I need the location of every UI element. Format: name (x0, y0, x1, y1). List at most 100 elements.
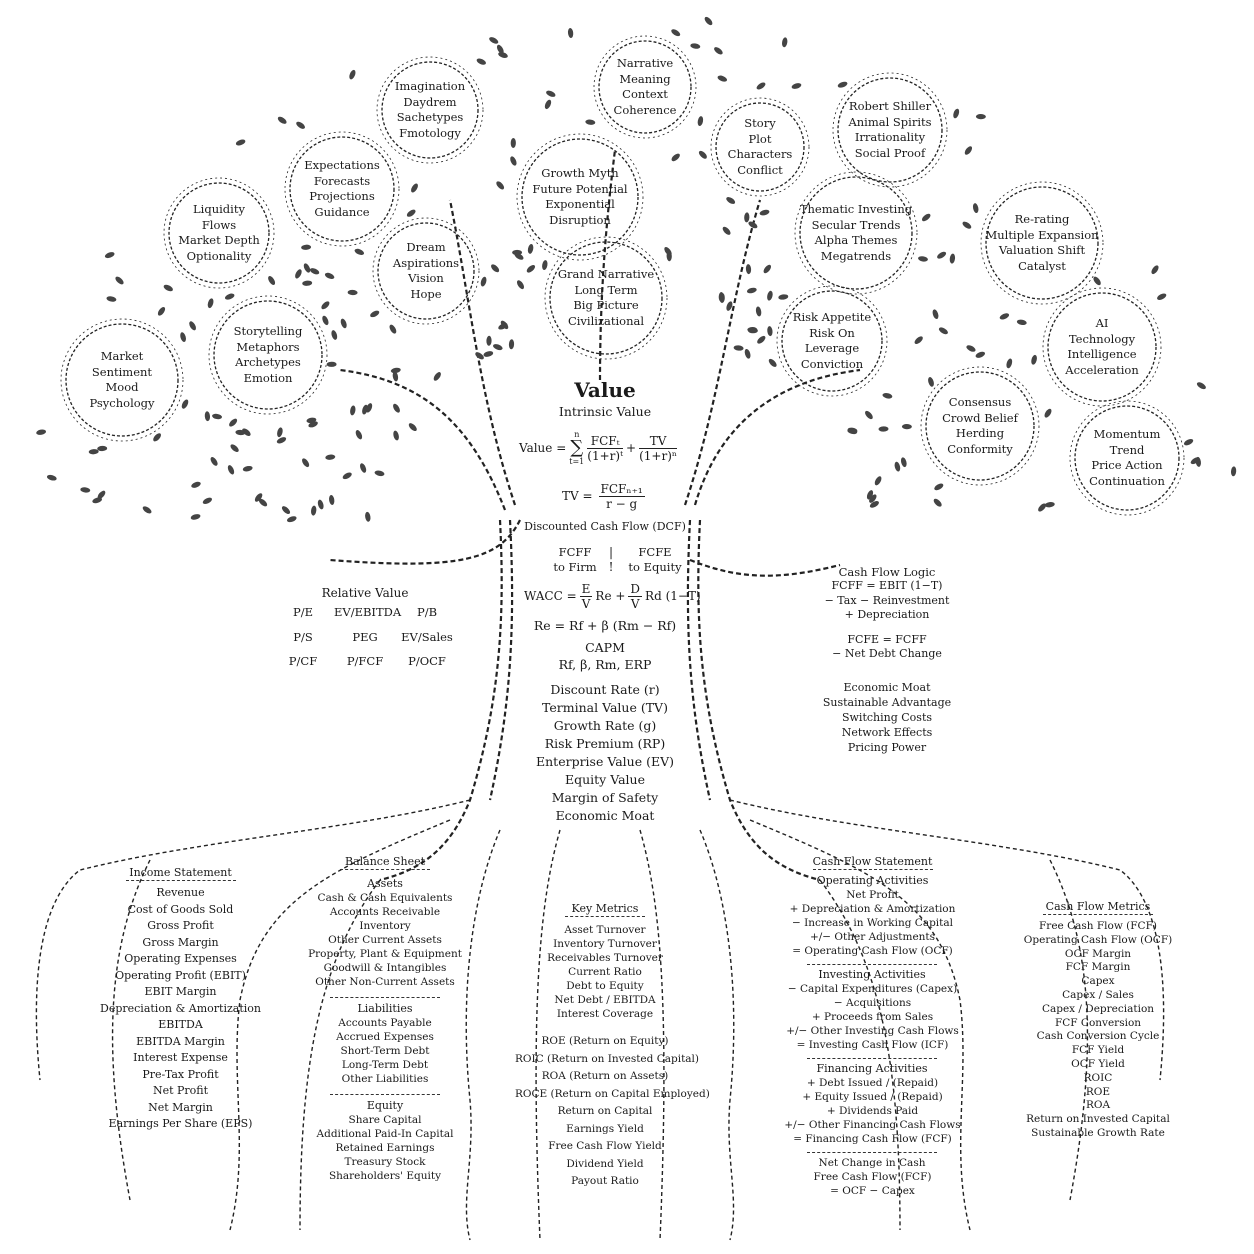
canopy-line: Continuation (1089, 473, 1165, 488)
leaf (374, 470, 385, 477)
leaf (301, 244, 312, 250)
central-term: Equity Value (564, 772, 645, 787)
operating-line: + Depreciation & Amortization (789, 903, 956, 915)
income-statement-line: EBIT Margin (144, 985, 217, 998)
relative-value-metric: P/B (416, 605, 438, 619)
leaf (408, 423, 417, 432)
leaf (303, 263, 311, 273)
leaf (1157, 293, 1167, 300)
leaf (411, 183, 418, 193)
wacc-rd: Rd (1−T) (645, 589, 701, 603)
canopy-line: Robert Shiller (848, 99, 932, 113)
canopy-line: Price Action (1091, 458, 1163, 472)
canopy-line: Projections (309, 189, 375, 203)
leaf (242, 465, 253, 472)
canopy-line: Civilizational (567, 313, 645, 328)
canopy-line: Catalyst (1018, 258, 1066, 273)
canopy-line: Irrationality (854, 130, 926, 144)
canopy-circle (799, 176, 913, 290)
leaf (324, 272, 335, 279)
net-change-line: Net Change in Cash (807, 1152, 937, 1170)
leaf (486, 335, 492, 346)
leaf (254, 493, 263, 502)
canopy-circles (60, 35, 1185, 516)
canopy-circle-outer (1042, 287, 1162, 407)
cash-flow-metric-line: FCF Yield (1071, 1044, 1125, 1057)
leaf (115, 276, 124, 285)
financing-line: = Financing Cash Flow (FCF) (793, 1133, 952, 1145)
leaf (104, 252, 115, 259)
asset-line: Cash & Cash Equivalents (317, 892, 453, 904)
canopy-circle-outer (376, 56, 484, 164)
income-statement-line: Interest Expense (133, 1051, 228, 1064)
canopy-line: Coherence (613, 102, 677, 117)
leaf (36, 429, 47, 435)
key-metric-line: ROA (Return on Assets) (541, 1070, 669, 1082)
key-metrics-heading: Key Metrics (565, 902, 645, 917)
leaf (153, 433, 162, 442)
canopy-circle-outer (776, 285, 888, 397)
leaf (869, 494, 877, 503)
leaf (180, 332, 186, 342)
leaf (767, 290, 773, 301)
leaf (277, 427, 283, 438)
leaf (496, 181, 505, 190)
wacc-e-num: E (579, 581, 593, 597)
central-term: Enterprise Value (EV) (536, 754, 674, 769)
leaf (690, 43, 701, 49)
wacc-e-den: V (581, 596, 591, 611)
leaf (953, 108, 960, 119)
leaf (350, 405, 356, 416)
leaf (874, 476, 882, 486)
canopy-circle (598, 40, 692, 134)
key-metric-line: Return on Capital (557, 1105, 653, 1117)
leaf (932, 309, 939, 320)
equity-line: Retained Earnings (335, 1142, 435, 1154)
leaf (268, 276, 276, 285)
canopy-line: Forecasts (313, 173, 371, 188)
investing-line: − Acquisitions (833, 997, 912, 1009)
leaf (744, 212, 750, 223)
relative-value-metric: P/FCF (346, 654, 384, 668)
leaf (1151, 265, 1159, 275)
operating-line: = Operating Cash Flow (OCF) (792, 945, 953, 957)
leaf (163, 284, 173, 292)
leaf (390, 367, 401, 374)
financing-activities-heading: Financing Activities (807, 1058, 937, 1076)
leaf (894, 461, 901, 472)
tree-trunk (329, 149, 861, 882)
re-formula: Re = Rf + β (Rm − Rf) (533, 618, 677, 633)
leaf (847, 427, 858, 434)
canopy-line: Big Picture (573, 298, 639, 312)
leaf (928, 377, 934, 387)
financing-line: +/− Other Financing Cash Flows (784, 1119, 961, 1131)
leaf (733, 345, 744, 351)
sigma-glyph: ∑ (570, 437, 584, 458)
value-title: Value (574, 378, 636, 402)
canopy-circle (985, 186, 1099, 300)
investing-line: +/− Other Investing Cash Flows (786, 1025, 959, 1037)
leaf (745, 264, 752, 275)
canopy-line: Narrative (616, 56, 674, 70)
cash-flow-metric-line: OCF Margin (1064, 947, 1132, 960)
equity-line: Additional Paid-In Capital (316, 1128, 454, 1140)
canopy-line: Flows (201, 217, 237, 232)
leaf (585, 119, 596, 125)
canopy-circle-outer (284, 131, 400, 247)
canopy-line: Characters (727, 147, 793, 161)
fcff-label: FCFF (558, 545, 592, 559)
leaf (937, 251, 947, 259)
operating-line: − Increase in Working Capital (792, 917, 953, 929)
cash-flow-metric-line: FCF Margin (1065, 961, 1131, 974)
income-statement-line: EBITDA (158, 1018, 203, 1031)
cash-flow-metric-line: Operating Cash Flow (OCF) (1023, 933, 1173, 946)
canopy-circle-outer (544, 236, 668, 360)
canopy-line: Market Depth (178, 233, 260, 247)
